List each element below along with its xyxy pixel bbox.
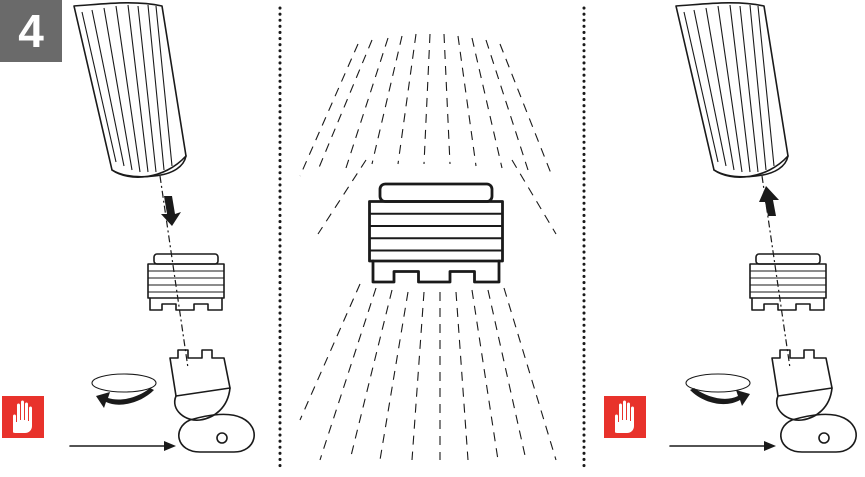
rotate-clockwise-icon [686, 374, 750, 406]
hand-stop-icon [604, 396, 646, 438]
hose-icon [74, 3, 186, 177]
aerator-key-icon [772, 350, 856, 452]
hose-icon [676, 3, 788, 177]
remove-panel [2, 3, 254, 452]
water-spray-icon [300, 34, 556, 460]
push-arrow-icon [670, 441, 776, 451]
aerator-insert-icon [750, 254, 826, 310]
hand-stop-icon [2, 396, 44, 438]
aerator-key-icon [170, 350, 254, 452]
flush-panel [300, 34, 556, 460]
aerator-insert-large-icon [370, 184, 503, 282]
install-panel [604, 3, 856, 452]
alignment-axis [160, 176, 188, 368]
push-arrow-icon [70, 441, 176, 451]
arrow-down-icon [161, 196, 181, 226]
aerator-insert-icon [148, 254, 224, 310]
rotate-counter-clockwise-icon [92, 374, 156, 408]
arrow-up-icon [759, 186, 779, 216]
